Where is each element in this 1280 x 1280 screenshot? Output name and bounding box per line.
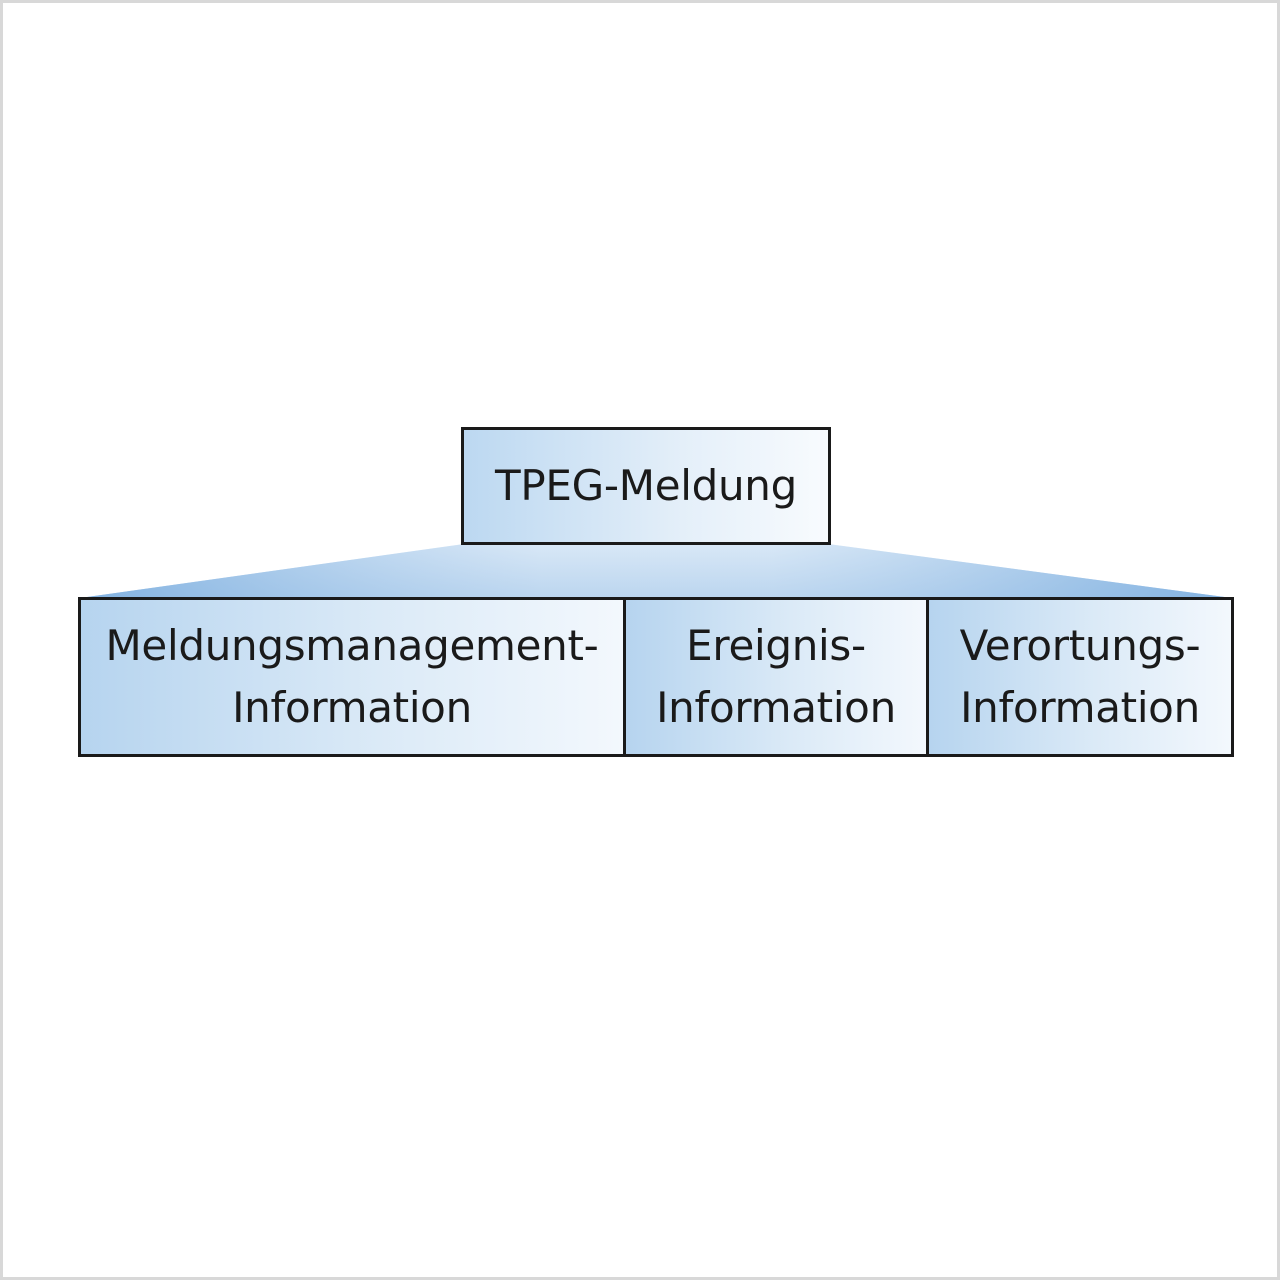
node-label-line1: Meldungsmanagement-	[105, 621, 599, 670]
node-label-line2: Information	[656, 683, 896, 732]
node-label-line1: Verortungs-	[959, 621, 1201, 670]
child-nodes-row: Meldungsmanagement- Information Ereignis…	[78, 597, 1234, 757]
node-label-line1: Ereignis-	[686, 621, 866, 670]
node-label-line2: Information	[232, 683, 472, 732]
node-meldungsmanagement-information: Meldungsmanagement- Information	[81, 600, 626, 754]
node-label-line2: Information	[960, 683, 1200, 732]
root-node-tpeg-meldung: TPEG-Meldung	[461, 427, 831, 545]
node-verortungs-information: Verortungs- Information	[929, 600, 1231, 754]
node-ereignis-information: Ereignis- Information	[626, 600, 929, 754]
connector-shading	[80, 544, 1232, 598]
root-node-label: TPEG-Meldung	[495, 461, 797, 510]
